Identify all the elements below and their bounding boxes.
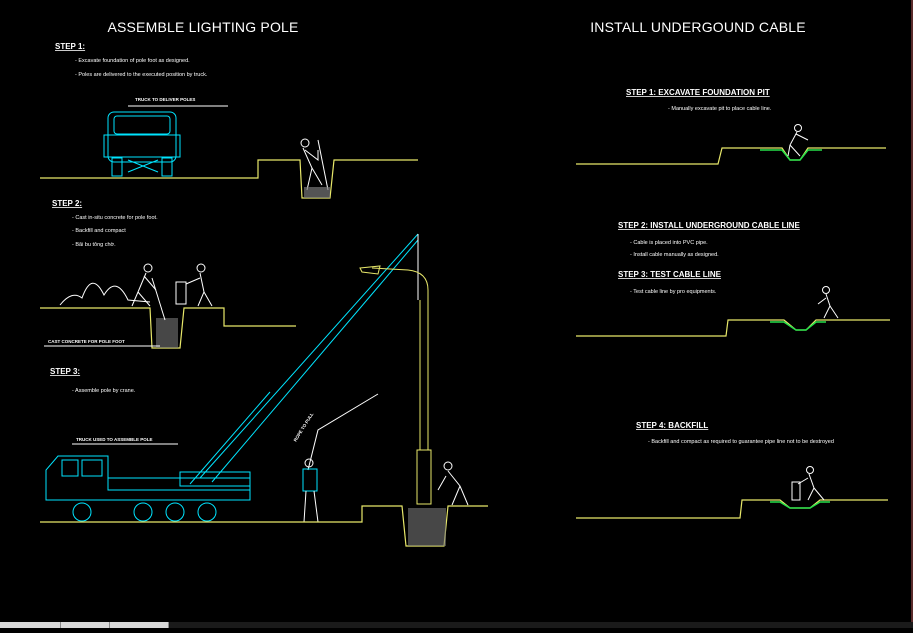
street-light-icon	[359, 234, 432, 505]
right-step4-ground	[576, 499, 888, 519]
pole-foot-pit	[408, 508, 446, 546]
left-step2-ground	[40, 307, 296, 349]
left-step2-bullet-1: - Cast in-situ concrete for pole foot.	[72, 215, 158, 221]
worker-icon	[797, 466, 825, 501]
tab-layout2[interactable]	[110, 622, 169, 628]
left-step1-heading: STEP 1:	[55, 42, 85, 51]
crane-truck-icon	[45, 233, 419, 522]
cable-trench-3	[770, 501, 830, 509]
worker-icon	[437, 461, 469, 506]
right-step2-ground	[576, 319, 890, 337]
left-step2-bullet-3: - Bãi bu tông chờ.	[72, 242, 116, 248]
left-step3-bullet-1: - Assemble pole by crane.	[72, 388, 136, 394]
right-step2-bullet-1: - Cable is placed into PVC pipe.	[630, 240, 708, 246]
truck-icon	[103, 111, 181, 177]
truck-label: TRUCK TO DELIVER POLES	[135, 97, 195, 102]
left-step2-bullet-2: - Backfill and compact	[72, 228, 126, 234]
right-step1-bullet-1: - Manually excavate pit to place cable l…	[668, 106, 772, 112]
soil-mound	[59, 282, 151, 306]
right-step1-ground	[576, 147, 886, 165]
window-edge	[911, 0, 913, 622]
left-title: ASSEMBLE LIGHTING POLE	[107, 19, 298, 35]
pole-foot-concrete	[156, 318, 178, 348]
worker-icon	[787, 124, 809, 157]
rope-label: ROPE TO PULL	[293, 412, 315, 443]
tab-model[interactable]	[0, 622, 61, 628]
compactor	[175, 281, 187, 305]
right-step3-bullet-1: - Test cable line by pro equipments.	[630, 289, 717, 295]
left-step1-bullet-1: - Excavate foundation of pole foot as de…	[75, 58, 190, 64]
left-step3-heading: STEP 3:	[50, 367, 80, 376]
tab-layout1[interactable]	[61, 622, 110, 628]
left-step1-bullet-2: - Poles are delivered to the executed po…	[75, 72, 208, 78]
left-step2-heading: STEP 2:	[52, 199, 82, 208]
pit-fill	[304, 187, 330, 198]
worker-icon	[131, 263, 166, 321]
worker-icon	[817, 286, 839, 319]
right-step3-heading: STEP 3: TEST CABLE LINE	[618, 270, 722, 279]
right-step1-heading: STEP 1: EXCAVATE FOUNDATION PIT	[626, 88, 770, 97]
worker-icon	[302, 458, 319, 523]
right-step2-bullet-2: - Install cable manually as designed.	[630, 252, 719, 258]
worker-icon	[185, 263, 213, 307]
right-step2-heading: STEP 2: INSTALL UNDERGROUND CABLE LINE	[618, 221, 800, 230]
left-step1-ground	[40, 159, 418, 199]
rope	[307, 393, 379, 471]
cable-trench-1	[760, 149, 822, 161]
right-step4-bullet-1: - Backfill and compact as required to gu…	[648, 439, 834, 445]
layout-tab-bar	[0, 622, 913, 628]
compactor	[791, 481, 801, 501]
crane-label: TRUCK USED TO ASSEMBLE POLE	[76, 437, 153, 442]
pole-foot-label: CAST CONCRETE FOR POLE FOOT	[48, 339, 125, 344]
left-step3-ground	[40, 505, 488, 547]
right-step4-heading: STEP 4: BACKFILL	[636, 421, 708, 430]
right-title: INSTALL UNDERGOUND CABLE	[590, 19, 806, 35]
worker-icon	[300, 138, 329, 191]
cable-trench-2	[770, 321, 826, 331]
